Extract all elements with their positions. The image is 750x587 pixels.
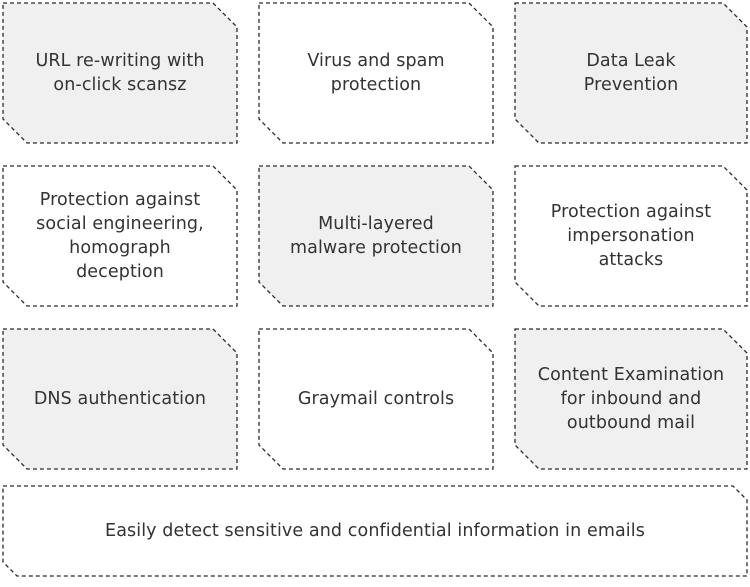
- card-content-exam: Content Examination for inbound and outb…: [514, 328, 748, 470]
- card-shape: [514, 165, 748, 307]
- card-shape: [2, 2, 238, 144]
- banner-sensitive-info: Easily detect sensitive and confidential…: [2, 485, 748, 577]
- card-label: Data Leak Prevention: [583, 51, 679, 95]
- card-url-rewriting: URL re-writing with on-click scansz: [2, 2, 238, 144]
- card-multi-layered: Multi-layered malware protection: [258, 165, 494, 307]
- card-label: Graymail controls: [297, 389, 455, 409]
- card-label: Protection against impersonation attacks: [550, 202, 712, 270]
- card-label: Content Examination for inbound and outb…: [537, 365, 725, 433]
- banner-label: Easily detect sensitive and confidential…: [105, 521, 645, 541]
- card-label: Protection against social engineering, h…: [36, 190, 204, 282]
- card-label: URL re-writing with on-click scansz: [35, 51, 205, 95]
- card-shape: [514, 2, 748, 144]
- card-shape: [2, 328, 238, 470]
- card-social-engineering: Protection against social engineering, h…: [2, 165, 238, 307]
- card-label: Multi-layered malware protection: [289, 214, 462, 258]
- card-shape: [258, 328, 494, 470]
- card-label: Virus and spam protection: [307, 51, 445, 95]
- card-shape: [258, 165, 494, 307]
- card-shape: [2, 165, 238, 307]
- card-graymail: Graymail controls: [258, 328, 494, 470]
- card-impersonation: Protection against impersonation attacks: [514, 165, 748, 307]
- card-dns-auth: DNS authentication: [2, 328, 238, 470]
- card-shape: [514, 328, 748, 470]
- banner-shape: [2, 485, 748, 577]
- card-virus-spam: Virus and spam protection: [258, 2, 494, 144]
- card-shape: [258, 2, 494, 144]
- card-label: DNS authentication: [33, 389, 207, 409]
- card-data-leak: Data Leak Prevention: [514, 2, 748, 144]
